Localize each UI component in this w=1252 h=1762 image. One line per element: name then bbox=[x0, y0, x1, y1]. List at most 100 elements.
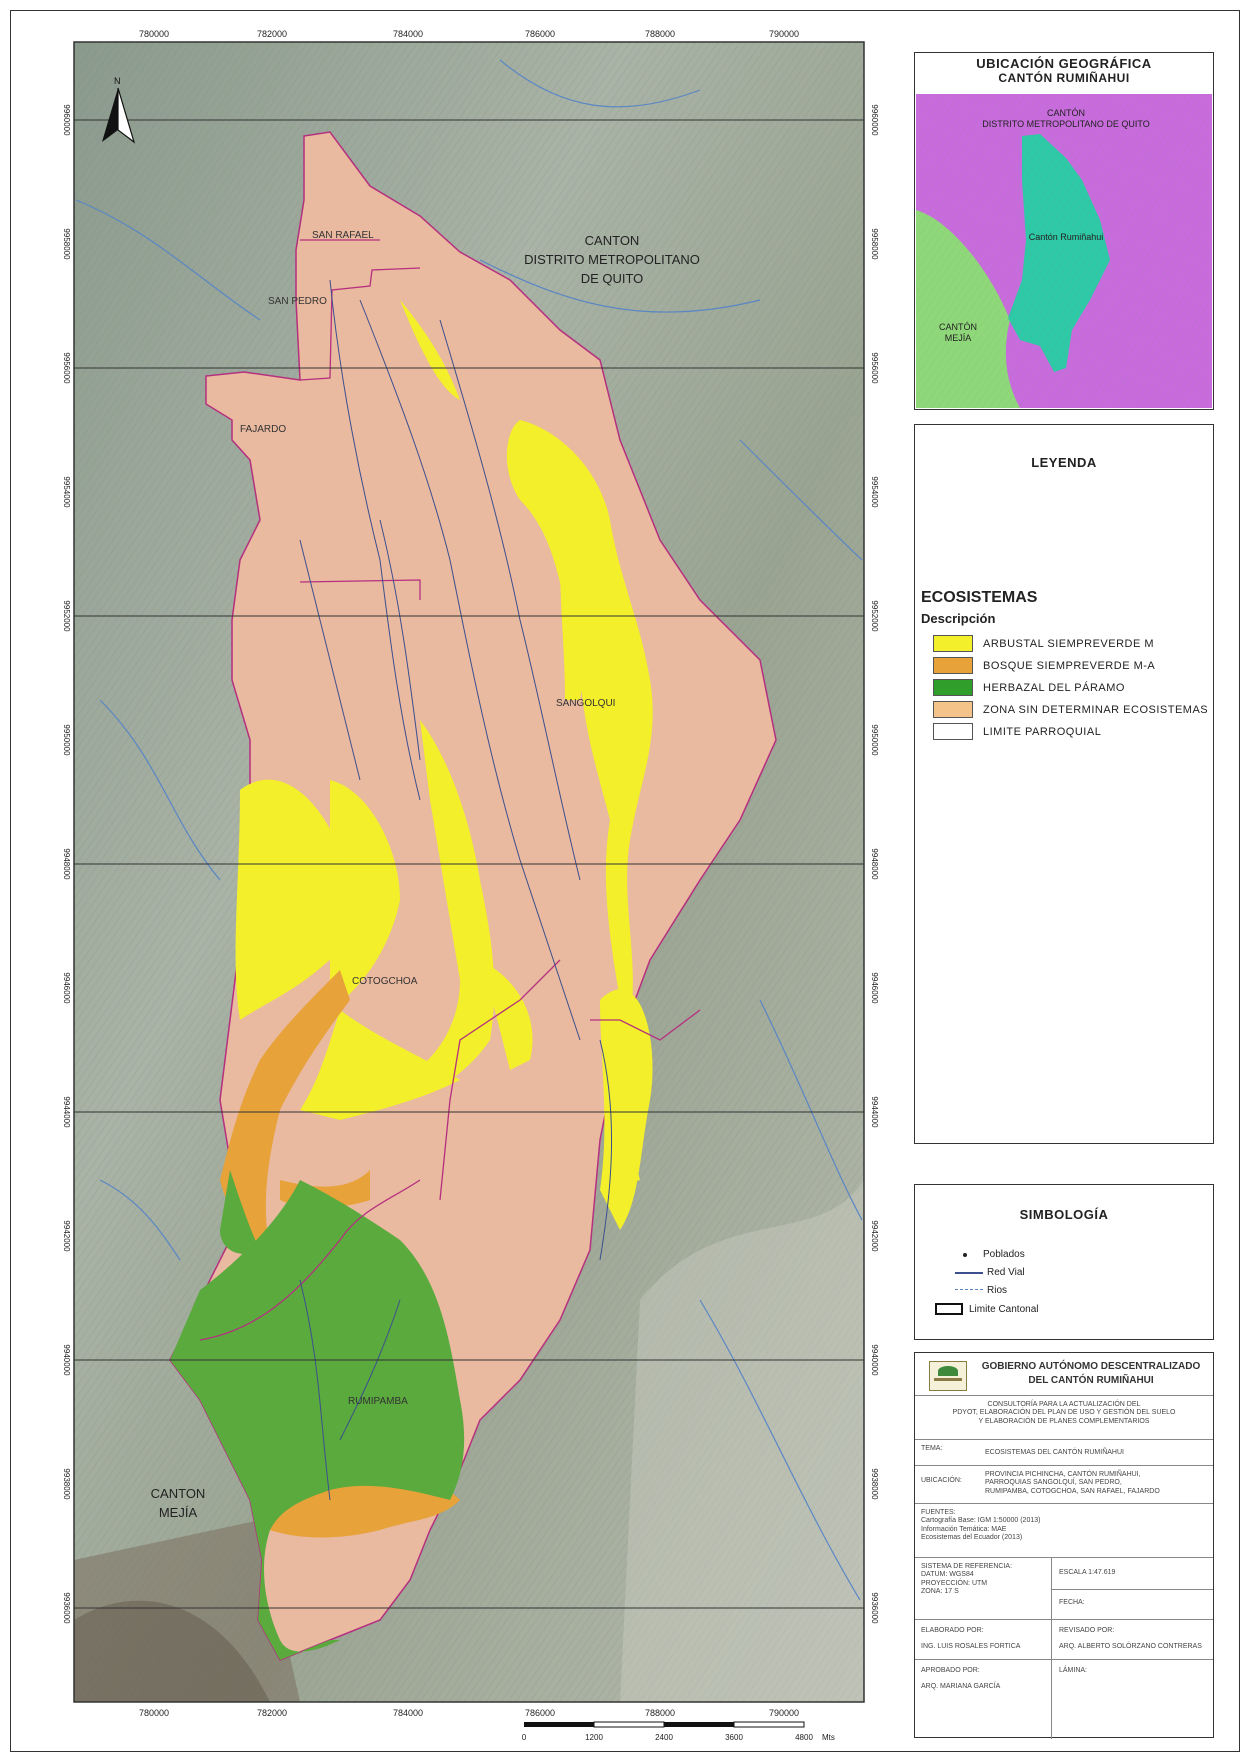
y-tick-right: 9958000 bbox=[870, 228, 879, 260]
symbology-label: Poblados bbox=[983, 1249, 1025, 1260]
line-icon bbox=[955, 1271, 983, 1274]
legend-item-zona: ZONA SIN DETERMINAR ECOSISTEMAS bbox=[933, 701, 1208, 718]
project-line3: Y ELABORACIÓN DE PLANES COMPLEMENTARIOS bbox=[978, 1417, 1150, 1425]
map-frame bbox=[73, 41, 865, 1703]
aprobado-label: APROBADO POR: bbox=[921, 1667, 980, 1674]
ecosystem-patches bbox=[170, 300, 653, 1660]
y-tick-right: 9954000 bbox=[870, 476, 879, 508]
fuentes-line2: Información Temática: MAE bbox=[921, 1525, 1007, 1533]
lamina-label: LÁMINA: bbox=[1059, 1667, 1088, 1674]
fuentes-line3: Ecosistemas del Ecuador (2013) bbox=[921, 1534, 1023, 1542]
y-tick-right: 9956000 bbox=[870, 352, 879, 384]
label-quito-line3: DE QUITO bbox=[581, 271, 644, 286]
y-tick-right: 9940000 bbox=[870, 1344, 879, 1376]
symbology-red-vial: Red Vial bbox=[955, 1267, 1025, 1278]
place-labels: SAN RAFAEL SAN PEDRO FAJARDO SANGOLQUI C… bbox=[240, 230, 615, 1407]
legend-item-label: ZONA SIN DETERMINAR ECOSISTEMAS bbox=[983, 703, 1209, 716]
x-tick-top: 788000 bbox=[645, 29, 675, 39]
ubicacion-label: UBICACIÓN: bbox=[921, 1477, 962, 1484]
aprobado-value: ARQ. MARIANA GARCÍA bbox=[921, 1683, 1001, 1690]
y-tick-left: 9956000 bbox=[62, 352, 71, 384]
x-tick-bottom: 782000 bbox=[257, 1708, 287, 1718]
x-tick-top: 780000 bbox=[139, 29, 169, 39]
roads bbox=[299, 279, 613, 1501]
label-rumipamba: RUMIPAMBA bbox=[348, 1396, 408, 1407]
scale-label: 4800 bbox=[795, 1733, 813, 1742]
legend-item-bosque: BOSQUE SIEMPREVERDE M-A bbox=[933, 657, 1155, 674]
label-san-rafael: SAN RAFAEL bbox=[312, 230, 374, 241]
wave-icon bbox=[955, 1289, 983, 1292]
legend-item-label: ARBUSTAL SIEMPREVERDE M bbox=[983, 637, 1155, 650]
rect-icon bbox=[935, 1303, 963, 1315]
y-tick-right: 9960000 bbox=[870, 104, 879, 136]
x-tick-top: 784000 bbox=[393, 29, 423, 39]
x-tick-top: 786000 bbox=[525, 29, 555, 39]
y-tick-left: 9950000 bbox=[62, 724, 71, 756]
page-frame bbox=[10, 10, 1240, 1752]
scale-bar bbox=[524, 1721, 805, 1728]
symbology-label: Limite Cantonal bbox=[969, 1303, 1039, 1315]
project-line2: PDYOT, ELABORACIÓN DEL PLAN DE USO Y GES… bbox=[952, 1409, 1176, 1417]
y-tick-left: 9948000 bbox=[62, 848, 71, 880]
legend-subtitle: ECOSISTEMAS bbox=[921, 589, 1038, 606]
y-tick-right: 9936000 bbox=[870, 1592, 879, 1624]
project-line1: CONSULTORÍA PARA LA ACTUALIZACIÓN DEL bbox=[987, 1401, 1141, 1408]
scale-unit: Mts bbox=[822, 1733, 835, 1742]
legend-swatch bbox=[933, 657, 973, 674]
y-tick-left: 9960000 bbox=[62, 104, 71, 136]
x-tick-bottom: 784000 bbox=[393, 1708, 423, 1718]
legend-swatch bbox=[933, 723, 973, 740]
location-label-dmq1: CANTÓN bbox=[1047, 108, 1085, 118]
parish-boundaries bbox=[199, 239, 701, 1341]
scale-label: 3600 bbox=[725, 1733, 743, 1742]
dot-icon bbox=[963, 1252, 967, 1257]
fecha-label: FECHA: bbox=[1059, 1599, 1085, 1606]
y-tick-right: 9942000 bbox=[870, 1220, 879, 1252]
ubicacion-line3: RUMIPAMBA, COTOGCHOA, SAN RAFAEL, FAJARD… bbox=[985, 1487, 1160, 1495]
x-tick-top: 790000 bbox=[769, 29, 799, 39]
north-arrow-icon bbox=[102, 87, 136, 144]
ubicacion-line2: PARROQUIAS SANGOLQUÍ, SAN PEDRO, bbox=[985, 1479, 1122, 1487]
y-tick-left: 9938000 bbox=[62, 1468, 71, 1500]
location-map[interactable] bbox=[916, 94, 1212, 408]
legend-swatch bbox=[933, 635, 973, 652]
scale-label: 1200 bbox=[585, 1733, 603, 1742]
label-mejia-line2: MEJÍA bbox=[159, 1505, 198, 1520]
title-block: GOBIERNO AUTÓNOMO DESCENTRALIZADO DEL CA… bbox=[914, 1352, 1214, 1739]
label-san-pedro: SAN PEDRO bbox=[268, 296, 327, 307]
legend-item-herbazal: HERBAZAL DEL PÁRAMO bbox=[933, 679, 1125, 696]
x-tick-bottom: 788000 bbox=[645, 1708, 675, 1718]
label-mejia-line1: CANTON bbox=[151, 1486, 206, 1501]
revisado-label: REVISADO POR: bbox=[1059, 1627, 1115, 1634]
y-tick-right: 9948000 bbox=[870, 848, 879, 880]
label-quito-line2: DISTRITO METROPOLITANO bbox=[524, 252, 700, 267]
label-sangolqui: SANGOLQUI bbox=[556, 698, 615, 709]
fuentes-label: FUENTES: bbox=[921, 1509, 956, 1516]
y-tick-left: 9952000 bbox=[62, 600, 71, 632]
legend-item-label: LIMITE PARROQUIAL bbox=[983, 725, 1102, 738]
scale-label: 2400 bbox=[655, 1733, 673, 1742]
org-name-line1: GOBIERNO AUTÓNOMO DESCENTRALIZADO bbox=[981, 1361, 1201, 1372]
x-tick-top: 782000 bbox=[257, 29, 287, 39]
legend-item-arbustal: ARBUSTAL SIEMPREVERDE M bbox=[933, 635, 1154, 652]
coordinate-grid bbox=[74, 119, 864, 1609]
location-label-rum: Cantón Rumiñahui bbox=[1029, 232, 1104, 242]
legend-title: LEYENDA bbox=[1031, 455, 1097, 470]
fuentes-line1: Cartografía Base: IGM 1:50000 (2013) bbox=[921, 1517, 1041, 1525]
y-tick-left: 9954000 bbox=[62, 476, 71, 508]
elaborado-value: ING. LUIS ROSALES FORTICA bbox=[921, 1643, 1021, 1650]
x-tick-bottom: 780000 bbox=[139, 1708, 169, 1718]
y-tick-left: 9936000 bbox=[62, 1592, 71, 1624]
sistema-line3: ZONA: 17 S bbox=[921, 1588, 959, 1596]
location-label-dmq2: DISTRITO METROPOLITANO DE QUITO bbox=[982, 119, 1150, 129]
x-tick-bottom: 790000 bbox=[769, 1708, 799, 1718]
legend-panel: LEYENDA ECOSISTEMAS Descripción ARBUSTAL… bbox=[914, 424, 1214, 1144]
sistema-line1: DATUM: WGS84 bbox=[921, 1571, 974, 1579]
y-tick-left: 9946000 bbox=[62, 972, 71, 1004]
y-tick-right: 9946000 bbox=[870, 972, 879, 1004]
scale-label: 0 bbox=[522, 1733, 527, 1742]
y-tick-left: 9944000 bbox=[62, 1096, 71, 1128]
org-name-line2: DEL CANTÓN RUMIÑAHUI bbox=[1028, 1375, 1154, 1386]
y-tick-left: 9940000 bbox=[62, 1344, 71, 1376]
